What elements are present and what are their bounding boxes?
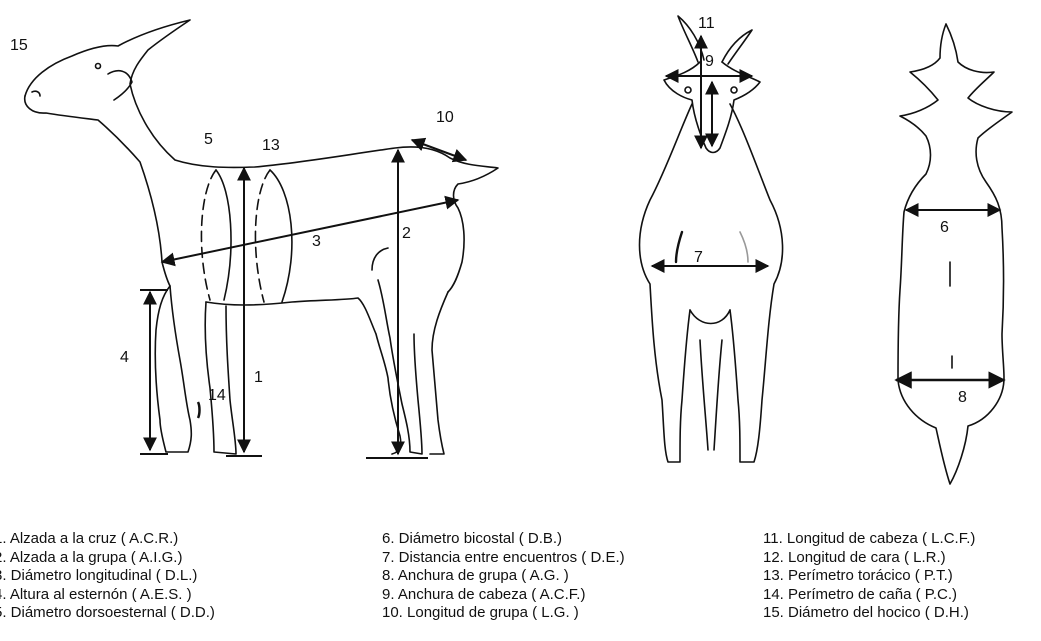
- label-5: 5: [204, 131, 213, 148]
- label-14: 14: [208, 387, 226, 404]
- front-goat-inner-legs: [700, 340, 722, 450]
- label-2: 2: [402, 225, 411, 242]
- front-goat-body-left: [640, 104, 693, 462]
- legend-item-4: 4. Altura al esternón ( A.E.S. ): [0, 586, 215, 605]
- side-goat-ear: [108, 71, 132, 100]
- legend-column-2: 6. Diámetro bicostal ( D.B.) 7. Distanci…: [382, 530, 625, 623]
- side-goat-stifle: [372, 248, 388, 270]
- legend-item-14: 14. Perímetro de caña ( P.C.): [763, 586, 975, 605]
- top-goat-outline: [898, 24, 1012, 484]
- label-1: 1: [254, 369, 263, 386]
- front-goat-body-right: [730, 104, 783, 462]
- legend-item-1: 1. Alzada a la cruz ( A.C.R.): [0, 530, 215, 549]
- legend-item-12: 12. Longitud de cara ( L.R.): [763, 549, 975, 568]
- legend-item-15: 15. Diámetro del hocico ( D.H.): [763, 604, 975, 623]
- top-view-goat: [898, 24, 1012, 484]
- label-10: 10: [436, 109, 454, 126]
- measure-line-14: [198, 402, 200, 418]
- label-4: 4: [120, 349, 129, 366]
- side-goat-eye: [96, 64, 101, 69]
- side-goat-outline-top: [25, 20, 498, 292]
- legend-column-1: 1. Alzada a la cruz ( A.C.R.) 2. Alzada …: [0, 530, 215, 623]
- top-view-measurements: [896, 210, 1004, 380]
- girth-ellipse-left-dashed: [201, 170, 216, 300]
- label-9: 9: [705, 53, 714, 70]
- top-view-labels: 6 8: [940, 219, 967, 406]
- label-11: 11: [698, 15, 715, 32]
- side-goat-nostril: [32, 91, 40, 96]
- label-13: 13: [262, 137, 280, 154]
- legend-item-8: 8. Anchura de grupa ( A.G. ): [382, 567, 625, 586]
- side-view-measurements: [140, 140, 466, 458]
- legend-item-10: 10. Longitud de grupa ( L.G. ): [382, 604, 625, 623]
- front-goat-horn-right: [722, 30, 752, 64]
- legend-item-9: 9. Anchura de cabeza ( A.C.F.): [382, 586, 625, 605]
- side-view-labels: 15 5 13 10 2 3 4 1 14: [10, 37, 454, 404]
- goat-measurement-diagram: 15 5 13 10 2 3 4 1 14 11 9 7: [0, 0, 1041, 500]
- girth-ellipse-right-dashed: [255, 170, 270, 302]
- legend-column-3: 11. Longitud de cabeza ( L.C.F.) 12. Lon…: [763, 530, 975, 623]
- measure-line-10: [412, 140, 466, 160]
- label-7: 7: [694, 249, 703, 266]
- side-view-goat: [25, 20, 498, 454]
- legend-item-11: 11. Longitud de cabeza ( L.C.F.): [763, 530, 975, 549]
- legend-item-13: 13. Perímetro torácico ( P.T.): [763, 567, 975, 586]
- side-goat-hindleg-front: [378, 280, 422, 454]
- label-15: 15: [10, 37, 28, 54]
- label-3: 3: [312, 233, 321, 250]
- girth-ellipse-left-solid: [216, 170, 231, 300]
- side-goat-belly: [206, 298, 401, 454]
- side-goat-hindleg-back: [430, 292, 448, 454]
- legend-item-5: 5. Diámetro dorsoesternal ( D.D.): [0, 604, 215, 623]
- legend-item-2: 2. Alzada a la grupa ( A.I.G.): [0, 549, 215, 568]
- legend-item-3: 3. Diámetro longitudinal ( D.L.): [0, 567, 215, 586]
- front-goat-shoulder-left: [676, 232, 682, 262]
- front-goat-chest: [690, 310, 730, 324]
- label-8: 8: [958, 389, 967, 406]
- side-goat-foreleg-front: [155, 286, 191, 452]
- legend-item-7: 7. Distancia entre encuentros ( D.E.): [382, 549, 625, 568]
- legend-item-6: 6. Diámetro bicostal ( D.B.): [382, 530, 625, 549]
- label-6: 6: [940, 219, 949, 236]
- side-goat-foreleg-back: [205, 302, 236, 454]
- front-goat-shoulder-right: [740, 232, 748, 262]
- side-goat-face: [25, 96, 170, 286]
- measure-line-3: [162, 200, 458, 262]
